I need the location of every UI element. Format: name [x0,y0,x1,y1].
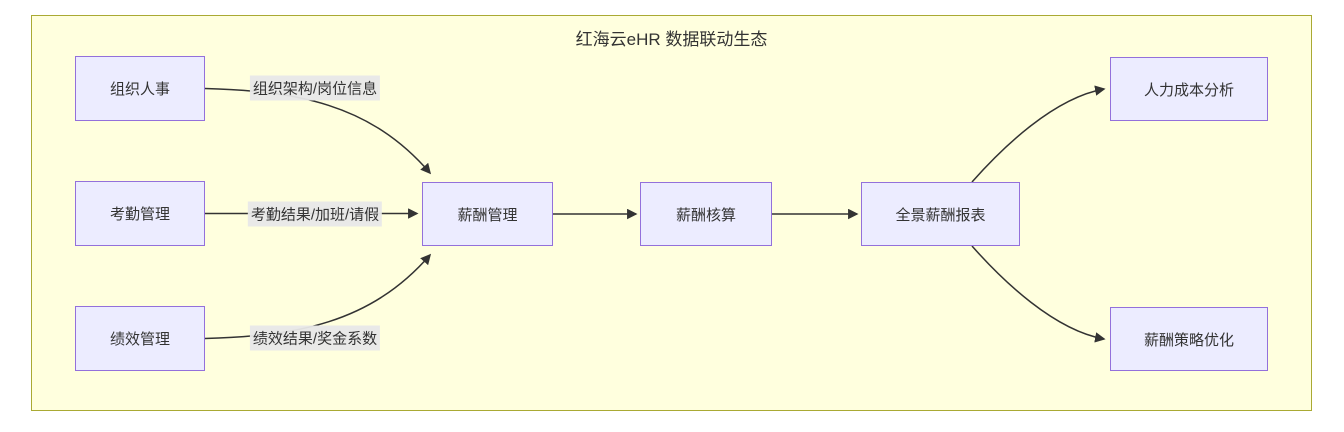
node-attendance-mgmt-label: 考勤管理 [109,206,170,223]
edge-label-performance-result: 绩效结果/奖金系数 [249,325,381,351]
node-performance-mgmt-label: 绩效管理 [109,331,170,348]
node-panoramic-pay-report-label: 全景薪酬报表 [895,206,986,224]
node-org-personnel: 组织人事 [75,56,205,121]
node-payroll-accounting: 薪酬核算 [640,182,772,246]
node-hr-cost-analysis-label: 人力成本分析 [1143,81,1234,99]
node-hr-cost-analysis: 人力成本分析 [1110,57,1268,121]
node-panoramic-pay-report: 全景薪酬报表 [861,182,1020,246]
node-compensation-mgmt: 薪酬管理 [422,182,553,246]
node-performance-mgmt: 绩效管理 [75,306,205,371]
edge-label-attendance-result: 考勤结果/加班/请假 [247,201,383,227]
node-org-personnel-label: 组织人事 [109,81,170,98]
node-pay-strategy-optimize-label: 薪酬策略优化 [1143,331,1234,349]
diagram-title: 红海云eHR 数据联动生态 [575,30,768,49]
node-attendance-mgmt: 考勤管理 [75,181,205,246]
node-compensation-mgmt-label: 薪酬管理 [457,206,518,224]
edge-label-org-structure: 组织架构/岗位信息 [249,75,381,101]
node-pay-strategy-optimize: 薪酬策略优化 [1110,307,1268,371]
node-payroll-accounting-label: 薪酬核算 [675,206,736,224]
